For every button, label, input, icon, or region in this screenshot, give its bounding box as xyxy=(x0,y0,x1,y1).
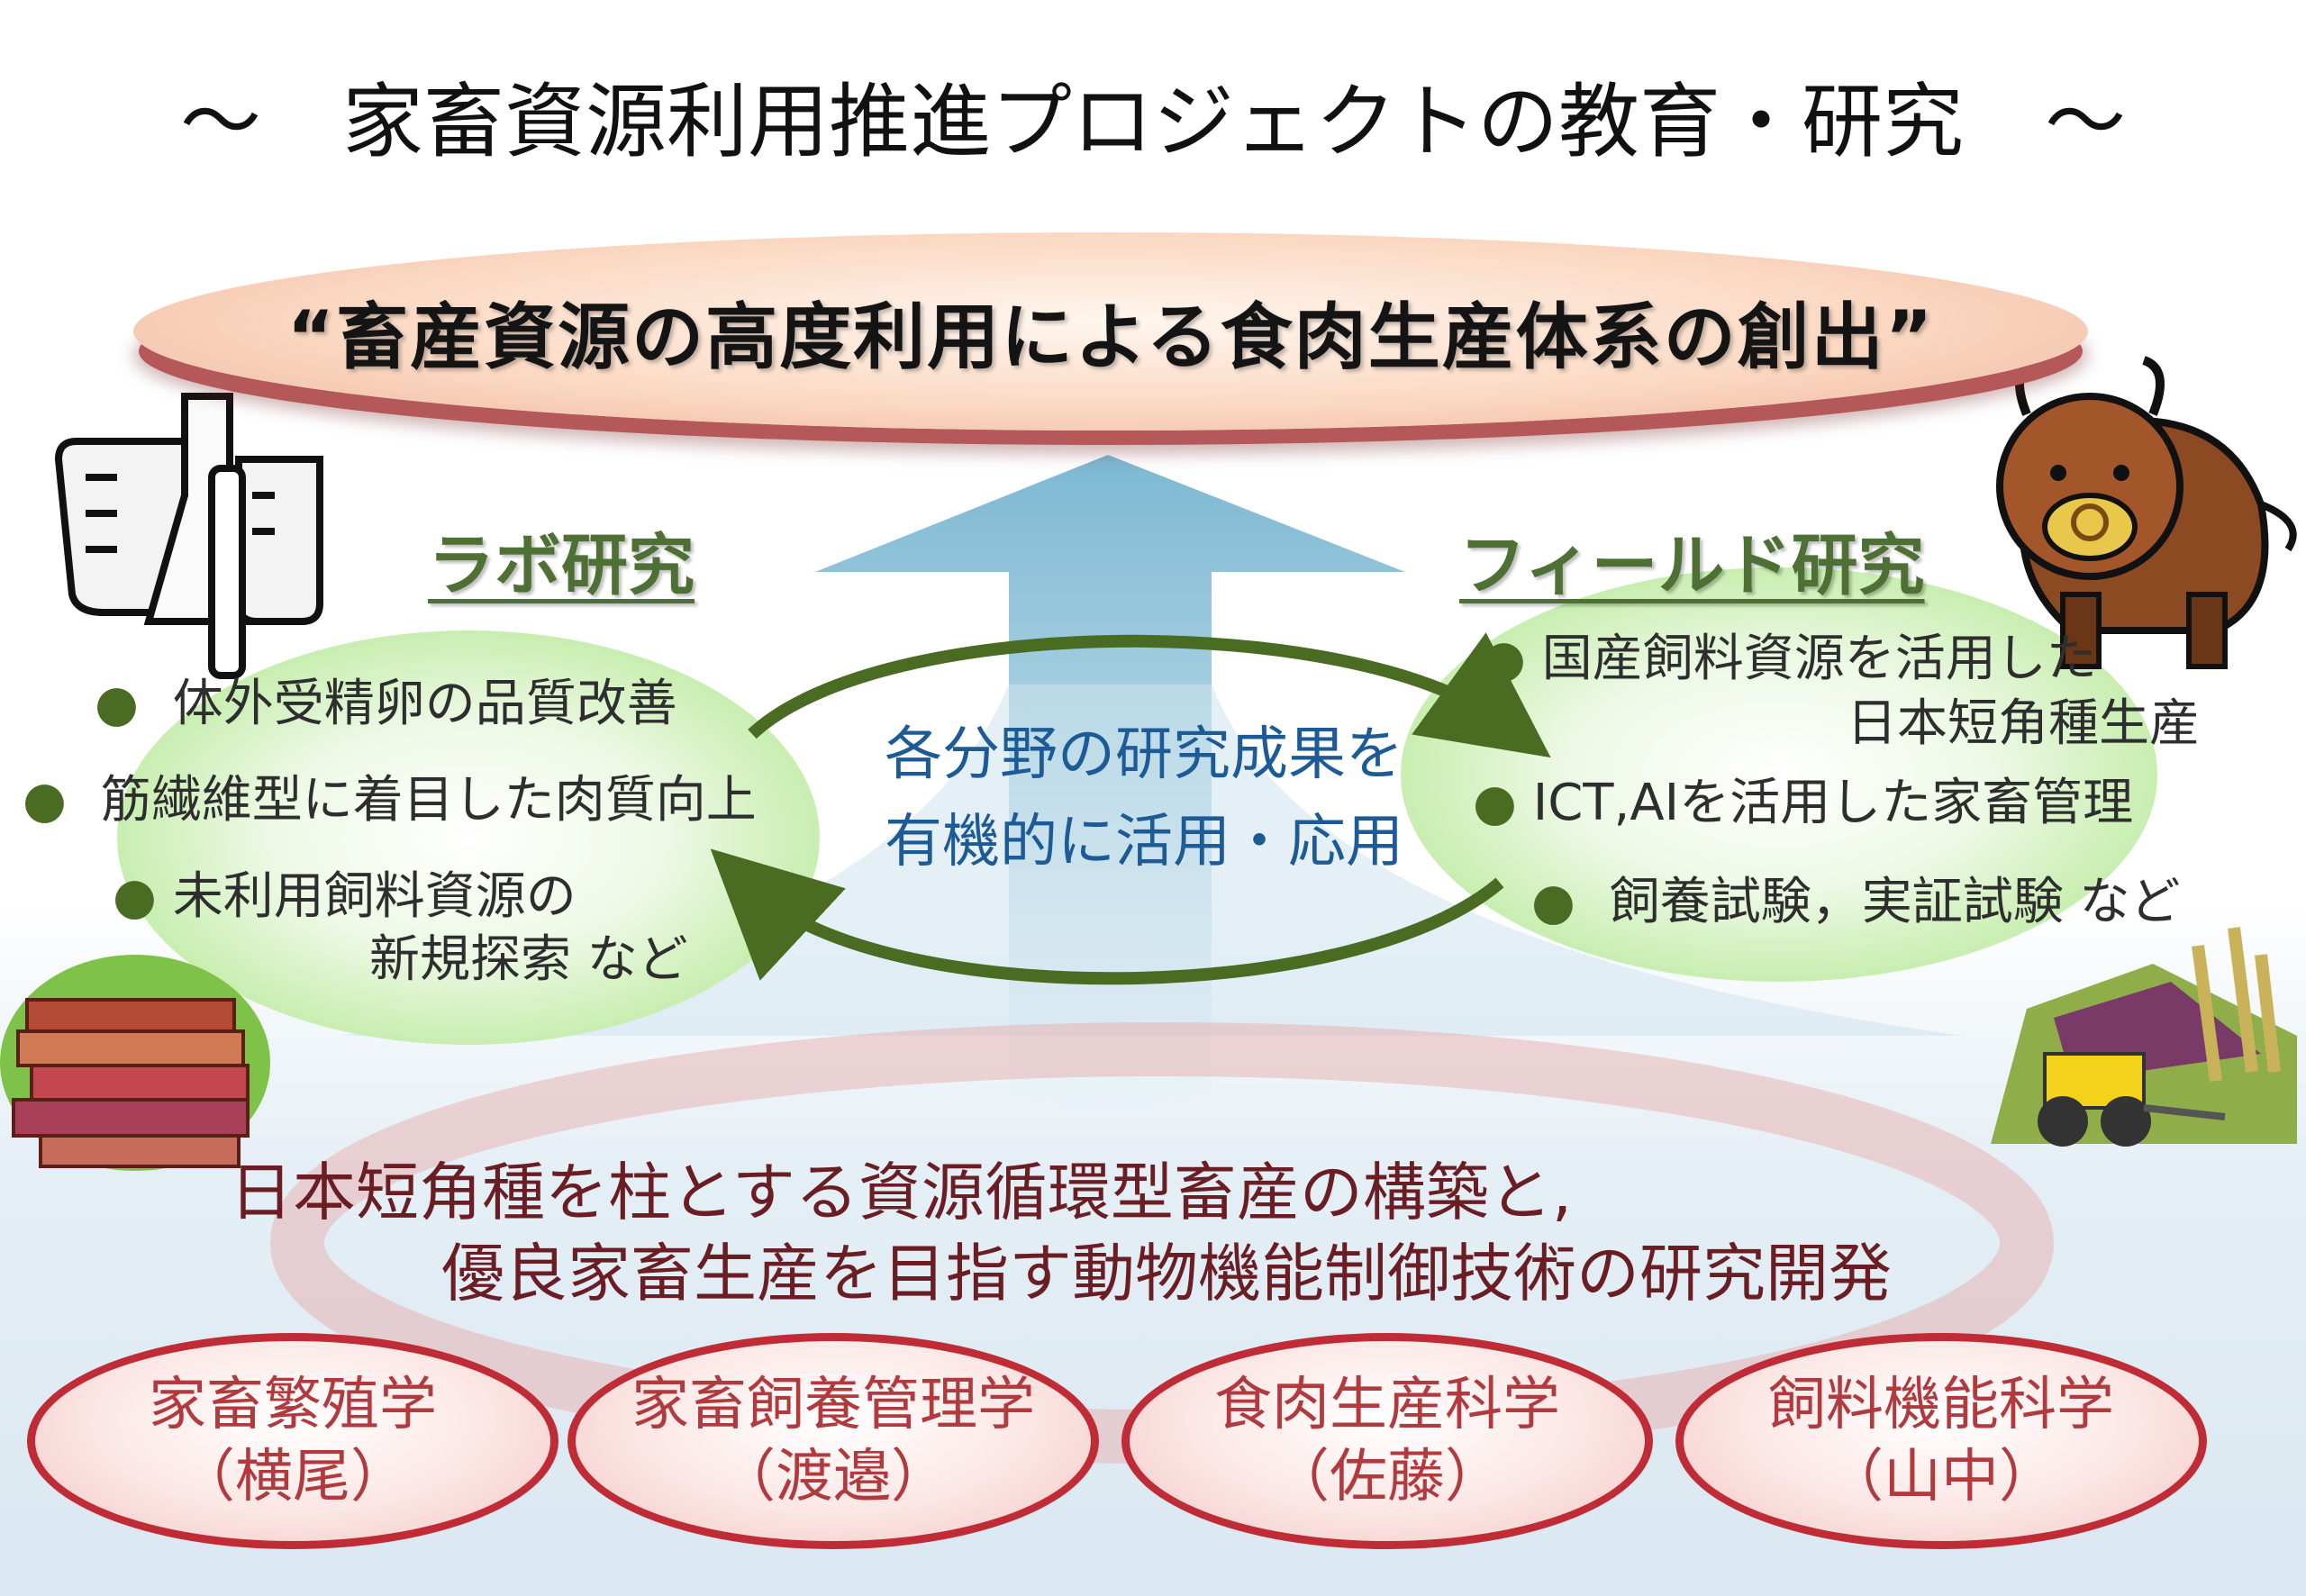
field-item-2: ● ICT,AIを活用した家畜管理 xyxy=(1473,773,2133,833)
field-research-bubble xyxy=(1401,567,2157,982)
center-text: 各分野の研究成果を 有機的に活用・応用 xyxy=(829,712,1459,887)
lab-pill-4-person: （山中） xyxy=(1826,1444,2056,1510)
bullet: ● xyxy=(1531,873,1575,931)
page-title: ～ 家畜資源利用推進プロジェクトの教育・研究 ～ xyxy=(0,56,2306,173)
field-research-heading: フィールド研究 xyxy=(1459,527,1925,604)
field-item-1: ● 国産飼料資源を活用した xyxy=(1482,629,2097,689)
field-item-3-text: 飼養試験，実証試験 など xyxy=(1609,873,2181,931)
lab-item-3-text: 未利用飼料資源の xyxy=(172,867,576,926)
lab-pill-3: 食肉生産科学 （佐藤） xyxy=(1121,1333,1653,1549)
lab-pill-3-name: 食肉生産科学 xyxy=(1214,1372,1560,1438)
mission-line-1: 日本短角種を柱とする資源循環型畜産の構築と, xyxy=(230,1156,1573,1229)
lab-pill-2-person: （渡邉） xyxy=(718,1444,949,1510)
bullet: ● xyxy=(1482,630,1526,688)
bullet: ● xyxy=(1473,774,1517,832)
center-line-1: 各分野の研究成果を xyxy=(885,721,1403,788)
lab-item-1: ● 体外受精卵の品質改善 xyxy=(95,674,677,734)
lab-pill-1-person: （横尾） xyxy=(177,1444,408,1510)
goal-text: “畜産資源の高度利用による食肉生産体系の創出” xyxy=(286,295,1935,379)
lab-pill-1-name: 家畜繁殖学 xyxy=(149,1372,437,1438)
title-text: 家畜資源利用推進プロジェクトの教育・研究 xyxy=(342,75,1964,169)
lab-item-3-continued: 新規探索 など xyxy=(369,930,688,989)
lab-pill-2-name: 家畜飼養管理学 xyxy=(631,1372,1035,1438)
lab-item-2-text: 筋繊維型に着目した肉質向上 xyxy=(100,771,757,830)
lab-research-heading: ラボ研究 xyxy=(428,527,695,604)
lab-item-1-text: 体外受精卵の品質改善 xyxy=(172,675,677,733)
field-item-1-continued: 日本短角種生産 xyxy=(1847,694,2200,753)
center-line-2: 有機的に活用・応用 xyxy=(885,809,1403,876)
books-icon xyxy=(0,955,270,1171)
lab-research-bubble xyxy=(117,630,820,1045)
lab-item-3: ● 未利用飼料資源の xyxy=(113,866,576,927)
field-item-2-text: ICT,AIを活用した家畜管理 xyxy=(1532,774,2134,832)
goal-banner xyxy=(133,232,2088,431)
cycle-arrow-bottom xyxy=(710,848,1504,985)
bullet: ● xyxy=(23,771,67,830)
title-tilde-right: ～ xyxy=(2045,75,2126,169)
cow-icon xyxy=(1996,356,2297,669)
bullet: ● xyxy=(95,675,139,733)
mission-line-2: 優良家畜生産を目指す動物機能制御技術の研究開発 xyxy=(441,1237,1892,1310)
lab-pill-1: 家畜繁殖学 （横尾） xyxy=(27,1333,558,1549)
field-item-1-text: 国産飼料資源を活用した xyxy=(1541,630,2097,688)
lab-pill-4: 飼料機能科学 （山中） xyxy=(1675,1333,2207,1549)
cycle-arrow-top xyxy=(748,632,1551,758)
lab-pill-2: 家畜飼養管理学 （渡邉） xyxy=(567,1333,1099,1549)
beaker-flask-icon xyxy=(54,393,323,679)
tractor-wheat-icon xyxy=(1991,927,2297,1147)
field-item-3: ● 飼養試験，実証試験 など xyxy=(1531,872,2181,932)
bullet: ● xyxy=(113,867,157,926)
title-tilde-left: ～ xyxy=(180,75,261,169)
lab-pill-4-name: 飼料機能科学 xyxy=(1768,1372,2114,1438)
lab-item-2: ● 筋繊維型に着目した肉質向上 xyxy=(23,770,757,830)
lab-pill-3-person: （佐藤） xyxy=(1272,1444,1503,1510)
